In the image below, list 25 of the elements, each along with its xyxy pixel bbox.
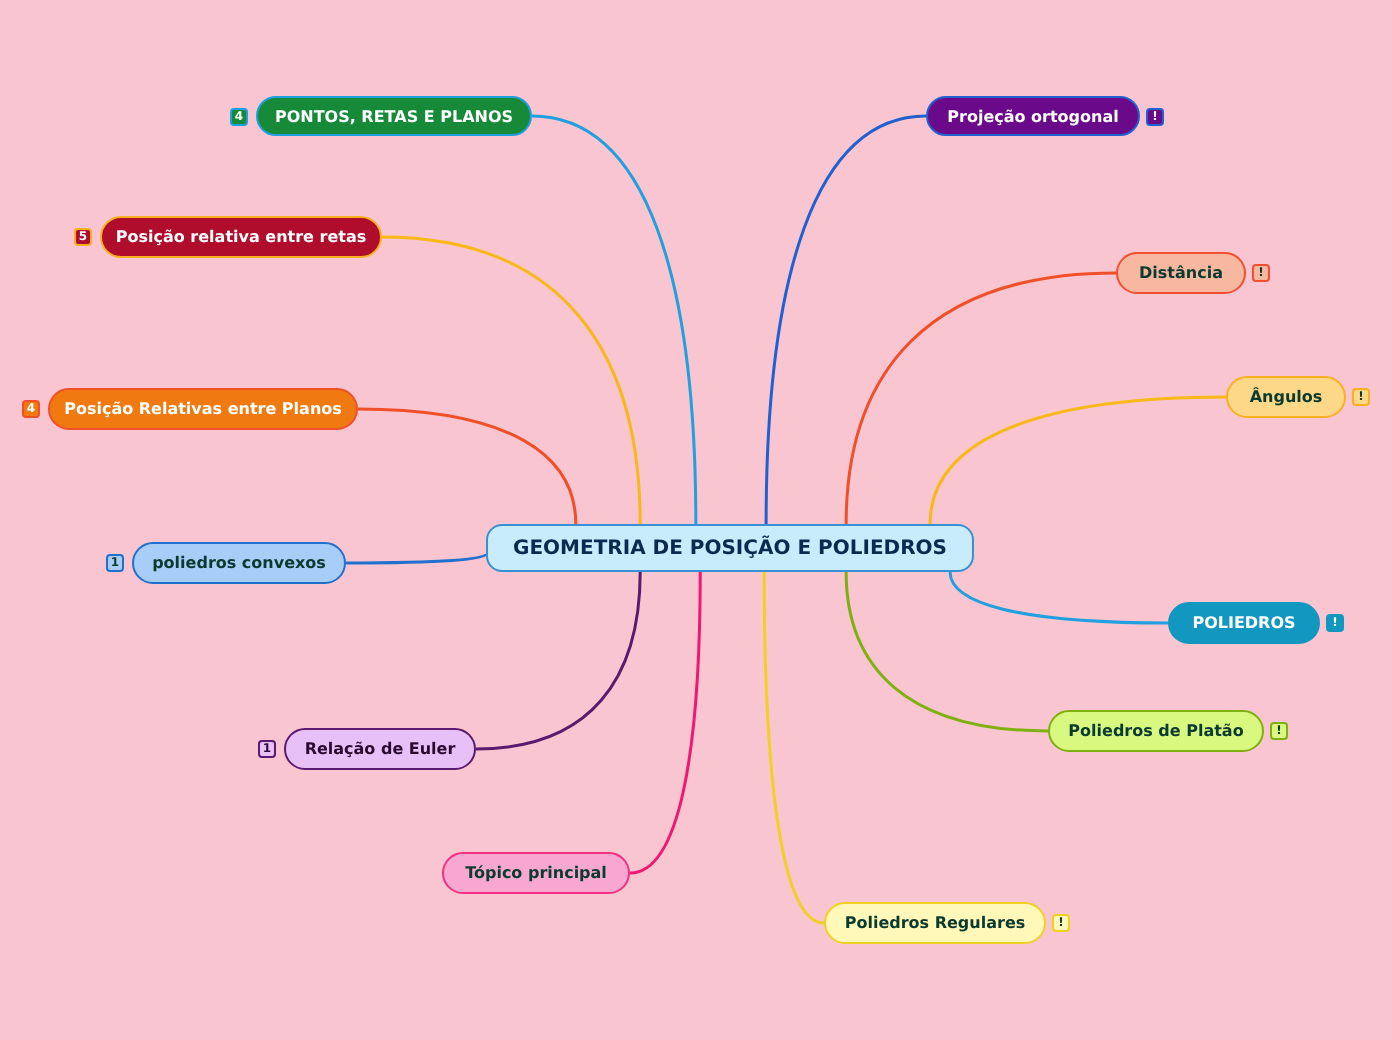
branch-line [475,571,642,751]
topic-box: POLIEDROS [1168,602,1320,644]
branch-line [357,407,578,525]
topic-box: Posição relativa entre retas [100,216,382,258]
topic-box: Tópico principal [442,852,630,894]
topic-box: PONTOS, RETAS E PLANOS [256,96,532,136]
topic-box: Ângulos [1226,376,1346,418]
branch-line [531,114,698,525]
topic-box: poliedros convexos [132,542,346,584]
branch-line [381,235,642,525]
topic-box: Distância [1116,252,1246,294]
branch-line [764,114,927,525]
topic-box: Relação de Euler [284,728,476,770]
topic-box: Poliedros de Platão [1048,710,1264,752]
topic-box: Posição Relativas entre Planos [48,388,358,430]
branch-line [844,271,1117,525]
branch-line [928,395,1227,525]
branch-line [346,552,487,565]
branch-line [762,572,825,925]
branch-line [948,571,1168,625]
branch-line [844,571,1049,733]
topic-box: Projeção ortogonal [926,96,1140,136]
central-topic: GEOMETRIA DE POSIÇÃO E POLIEDROS [486,524,974,572]
branch-line [629,572,702,875]
topic-box: Poliedros Regulares [824,902,1046,944]
